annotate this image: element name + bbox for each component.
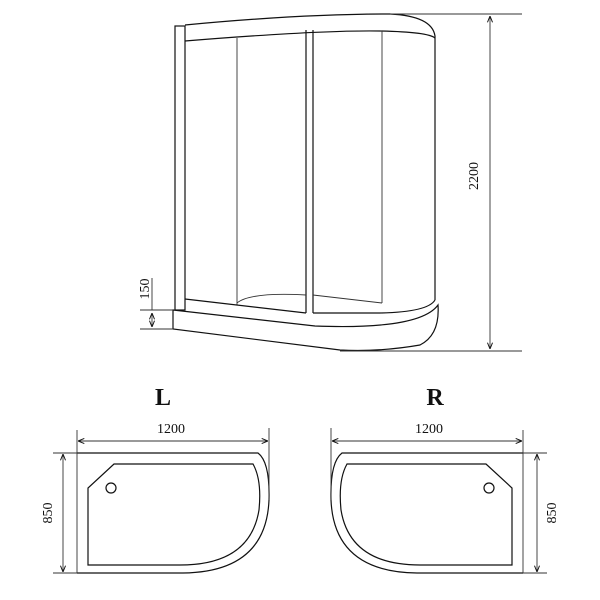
elevation-view: 2200 150	[138, 13, 522, 352]
variant-label: L	[155, 385, 171, 411]
depth-label: 850	[41, 503, 56, 524]
height-label: 2200	[467, 162, 482, 190]
plan-left: L 1200 850	[41, 385, 270, 574]
drain-icon	[483, 482, 495, 494]
cabin-outline	[184, 13, 436, 300]
depth-label: 850	[545, 503, 560, 524]
plan-right: R 1200 850	[330, 385, 560, 574]
drain-icon	[105, 482, 117, 494]
top-frame	[184, 30, 436, 42]
tray	[172, 303, 439, 352]
tray-height-label: 150	[138, 279, 153, 300]
seat-line	[312, 294, 383, 304]
width-label: 1200	[157, 422, 185, 437]
back-post	[174, 25, 186, 311]
variant-label: R	[426, 385, 444, 411]
tray-inner	[339, 463, 513, 566]
plan-right-shape	[330, 428, 547, 574]
seat-curve	[236, 293, 307, 304]
tray-inner	[87, 463, 261, 566]
plan-left-shape	[53, 428, 270, 574]
width-label: 1200	[415, 422, 443, 437]
tray-outline	[330, 452, 523, 574]
tray-top	[184, 298, 436, 314]
tray-outline	[77, 452, 270, 574]
